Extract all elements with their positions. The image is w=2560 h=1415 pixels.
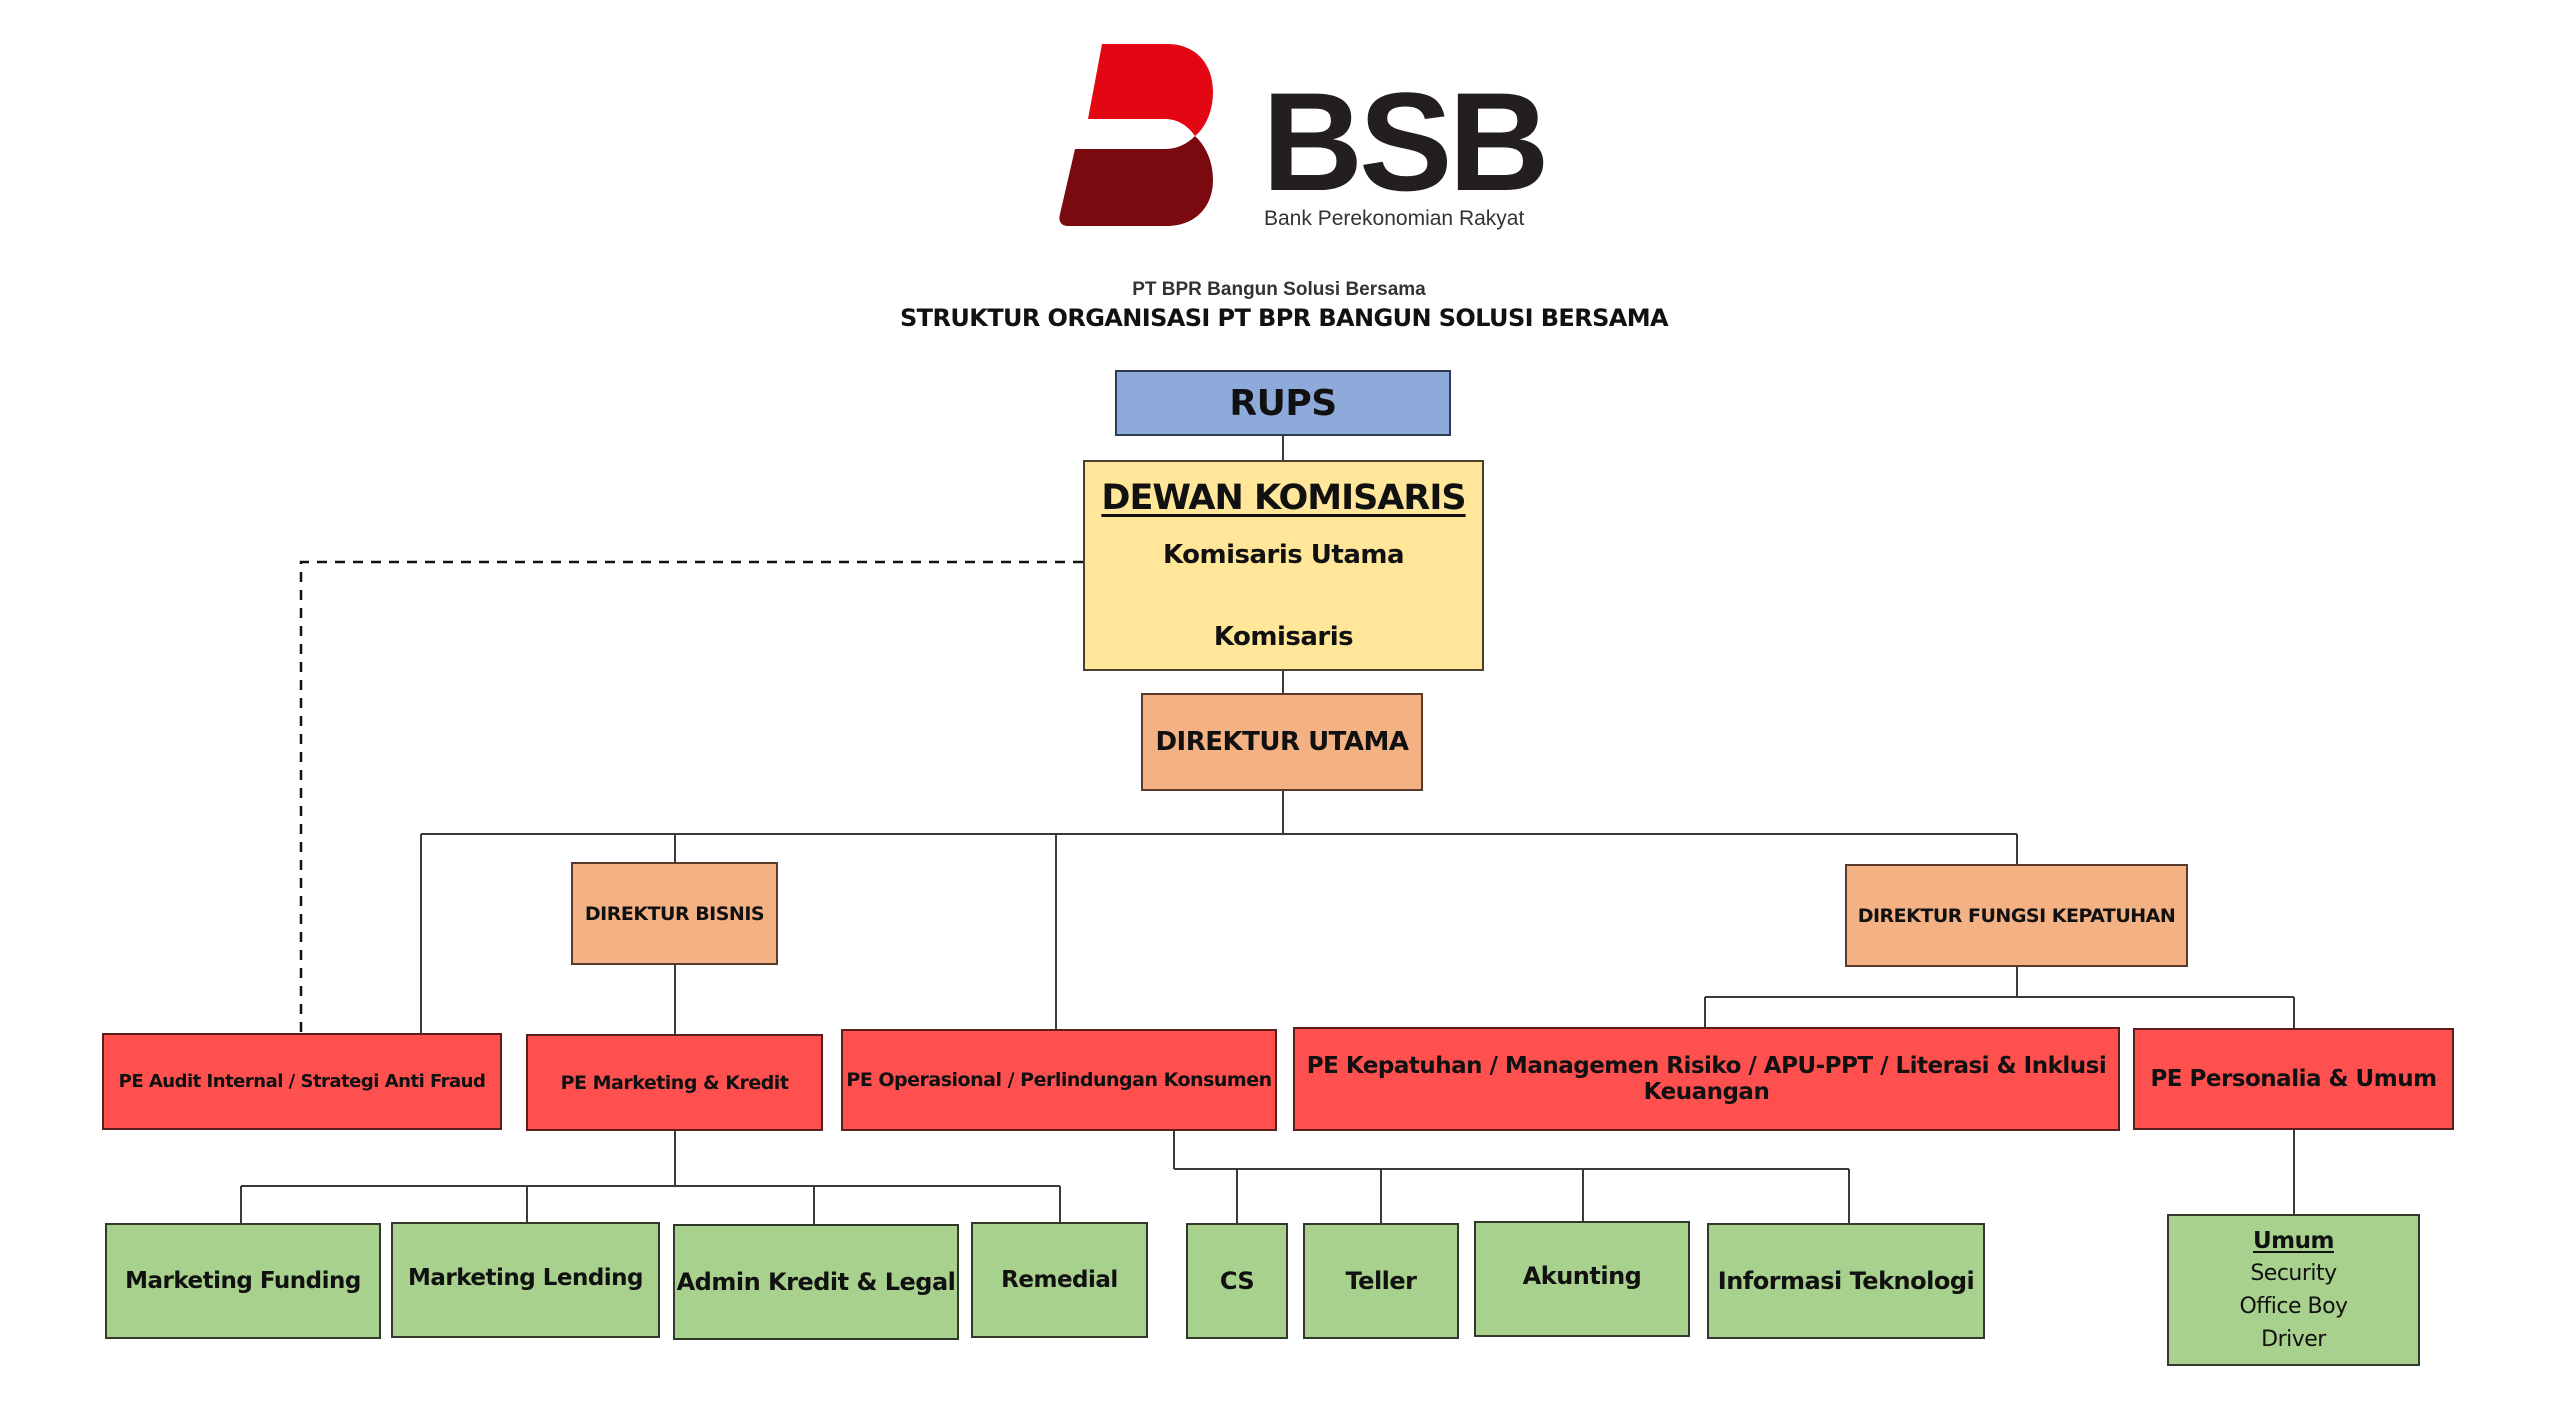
node-umum-member: Office Boy	[2239, 1293, 2348, 1319]
node-unit-label: Remedial	[1001, 1267, 1118, 1293]
node-pe-personalia-umum[interactable]: PE Personalia & Umum	[2133, 1028, 2454, 1130]
node-unit-admin-kredit-legal[interactable]: Admin Kredit & Legal	[673, 1224, 959, 1340]
node-unit-label: Marketing Lending	[407, 1265, 644, 1291]
node-pe-marketing-kredit[interactable]: PE Marketing & Kredit	[526, 1034, 823, 1131]
node-direktur-fungsi-label: DIREKTUR FUNGSI KEPATUHAN	[1857, 904, 2176, 927]
node-unit-cs[interactable]: CS	[1186, 1223, 1288, 1339]
node-direktur-utama[interactable]: DIREKTUR UTAMA	[1141, 693, 1423, 791]
logo-mark-bottom	[1059, 136, 1213, 226]
node-pe-marketing-label: PE Marketing & Kredit	[560, 1071, 789, 1094]
company-name: PT BPR Bangun Solusi Bersama	[1132, 279, 1426, 300]
node-direktur-utama-label: DIREKTUR UTAMA	[1155, 727, 1409, 757]
node-pe-operasional-label: PE Operasional / Perlindungan Konsumen	[846, 1069, 1272, 1091]
node-dewan-komisaris[interactable]: DEWAN KOMISARIS Komisaris Utama Komisari…	[1083, 460, 1484, 671]
logo-wordmark: BSB	[1262, 63, 1550, 220]
node-unit-marketing-funding[interactable]: Marketing Funding	[105, 1223, 381, 1339]
node-pe-kepatuhan-label: PE Kepatuhan / Managemen Risiko / APU-PP…	[1306, 1053, 2107, 1105]
node-direktur-bisnis-label: DIREKTUR BISNIS	[584, 902, 765, 925]
node-direktur-fungsi-kepatuhan[interactable]: DIREKTUR FUNGSI KEPATUHAN	[1845, 864, 2188, 967]
node-pe-audit-internal[interactable]: PE Audit Internal / Strategi Anti Fraud	[102, 1033, 502, 1130]
node-unit-remedial[interactable]: Remedial	[971, 1222, 1148, 1338]
node-umum-member: Driver	[2261, 1326, 2326, 1352]
node-unit-akunting[interactable]: Akunting	[1474, 1221, 1690, 1337]
node-unit-label: Teller	[1345, 1267, 1417, 1295]
node-unit-label: Admin Kredit & Legal	[676, 1268, 956, 1296]
node-pe-personalia-label: PE Personalia & Umum	[2150, 1066, 2437, 1092]
node-pe-kepatuhan[interactable]: PE Kepatuhan / Managemen Risiko / APU-PP…	[1293, 1027, 2120, 1131]
node-dewan-member: Komisaris Utama	[1162, 540, 1405, 570]
node-unit-umum[interactable]: Umum Security Office Boy Driver	[2167, 1214, 2420, 1366]
logo-tagline: Bank Perekonomian Rakyat	[1264, 207, 1525, 230]
company-logo: BSB Bank Perekonomian Rakyat	[1055, 40, 1550, 235]
bsb-logo-mark-icon	[1059, 44, 1213, 226]
node-dewan-member: Komisaris	[1213, 622, 1354, 652]
node-rups[interactable]: RUPS	[1115, 370, 1451, 436]
node-unit-marketing-lending[interactable]: Marketing Lending	[391, 1222, 660, 1338]
node-rups-label: RUPS	[1229, 382, 1337, 424]
node-unit-label: Informasi Teknologi	[1717, 1267, 1975, 1295]
node-umum-member: Security	[2250, 1260, 2337, 1286]
logo-mark-top	[1088, 44, 1213, 136]
node-direktur-bisnis[interactable]: DIREKTUR BISNIS	[571, 862, 778, 965]
node-pe-operasional[interactable]: PE Operasional / Perlindungan Konsumen	[841, 1029, 1277, 1131]
node-pe-audit-label: PE Audit Internal / Strategi Anti Fraud	[118, 1071, 486, 1092]
node-dewan-heading: DEWAN KOMISARIS	[1101, 478, 1466, 518]
node-unit-label: Akunting	[1522, 1262, 1642, 1290]
node-unit-label: Marketing Funding	[125, 1268, 361, 1294]
node-unit-label: CS	[1219, 1267, 1255, 1295]
node-unit-informasi-teknologi[interactable]: Informasi Teknologi	[1707, 1223, 1985, 1339]
node-unit-teller[interactable]: Teller	[1303, 1223, 1459, 1339]
node-umum-heading: Umum	[2253, 1227, 2334, 1254]
page-title: STRUKTUR ORGANISASI PT BPR BANGUN SOLUSI…	[900, 304, 1669, 332]
